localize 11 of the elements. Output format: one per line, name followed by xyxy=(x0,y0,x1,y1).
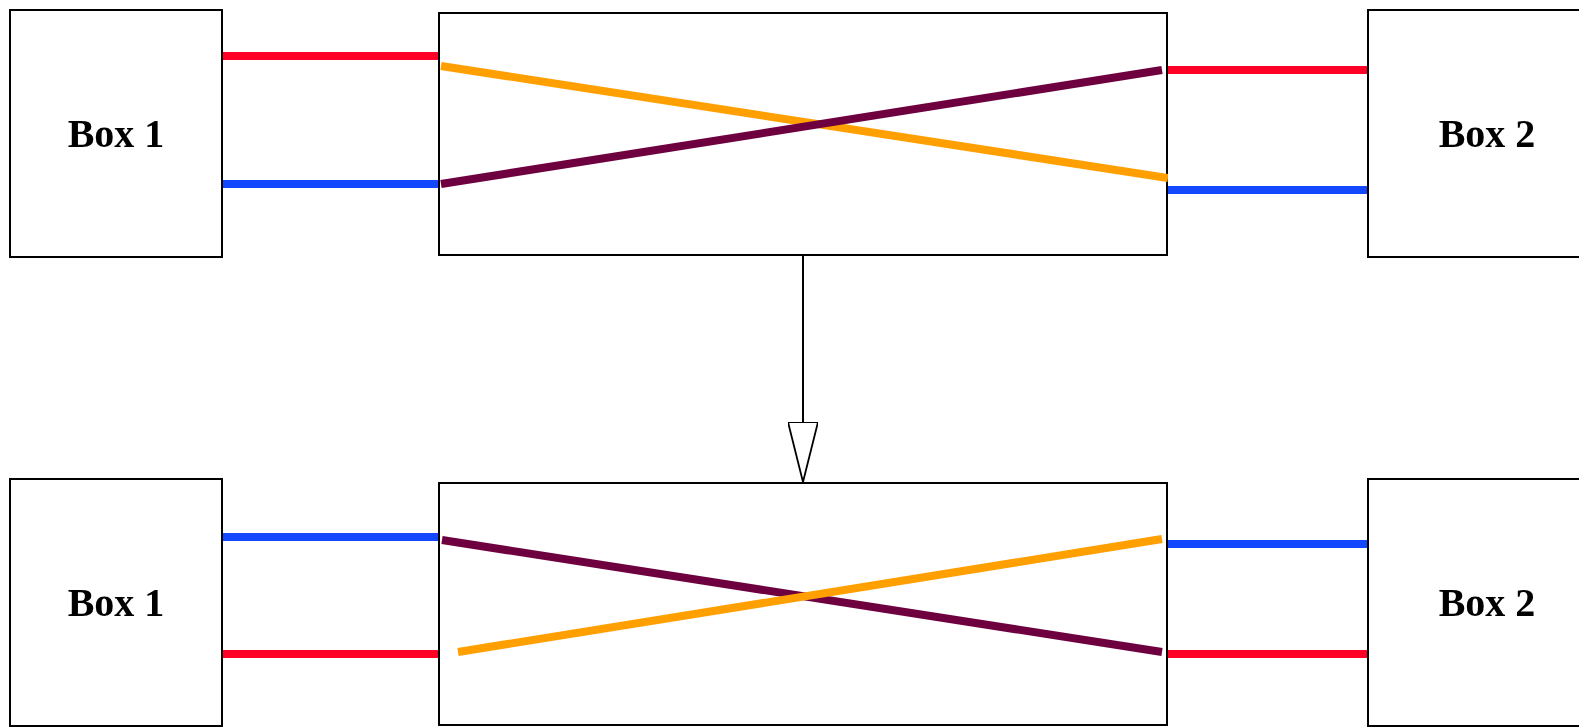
arrow xyxy=(787,255,819,483)
box xyxy=(9,478,223,727)
box-label: Box 2 xyxy=(1438,579,1536,626)
box-label: Box 1 xyxy=(67,579,165,626)
box-label: Box 2 xyxy=(1438,110,1536,157)
box xyxy=(1367,478,1579,727)
box xyxy=(1367,9,1579,258)
box-label: Box 1 xyxy=(67,110,165,157)
crossover-box xyxy=(438,12,1168,256)
box xyxy=(9,9,223,258)
crossover-box xyxy=(438,482,1168,726)
